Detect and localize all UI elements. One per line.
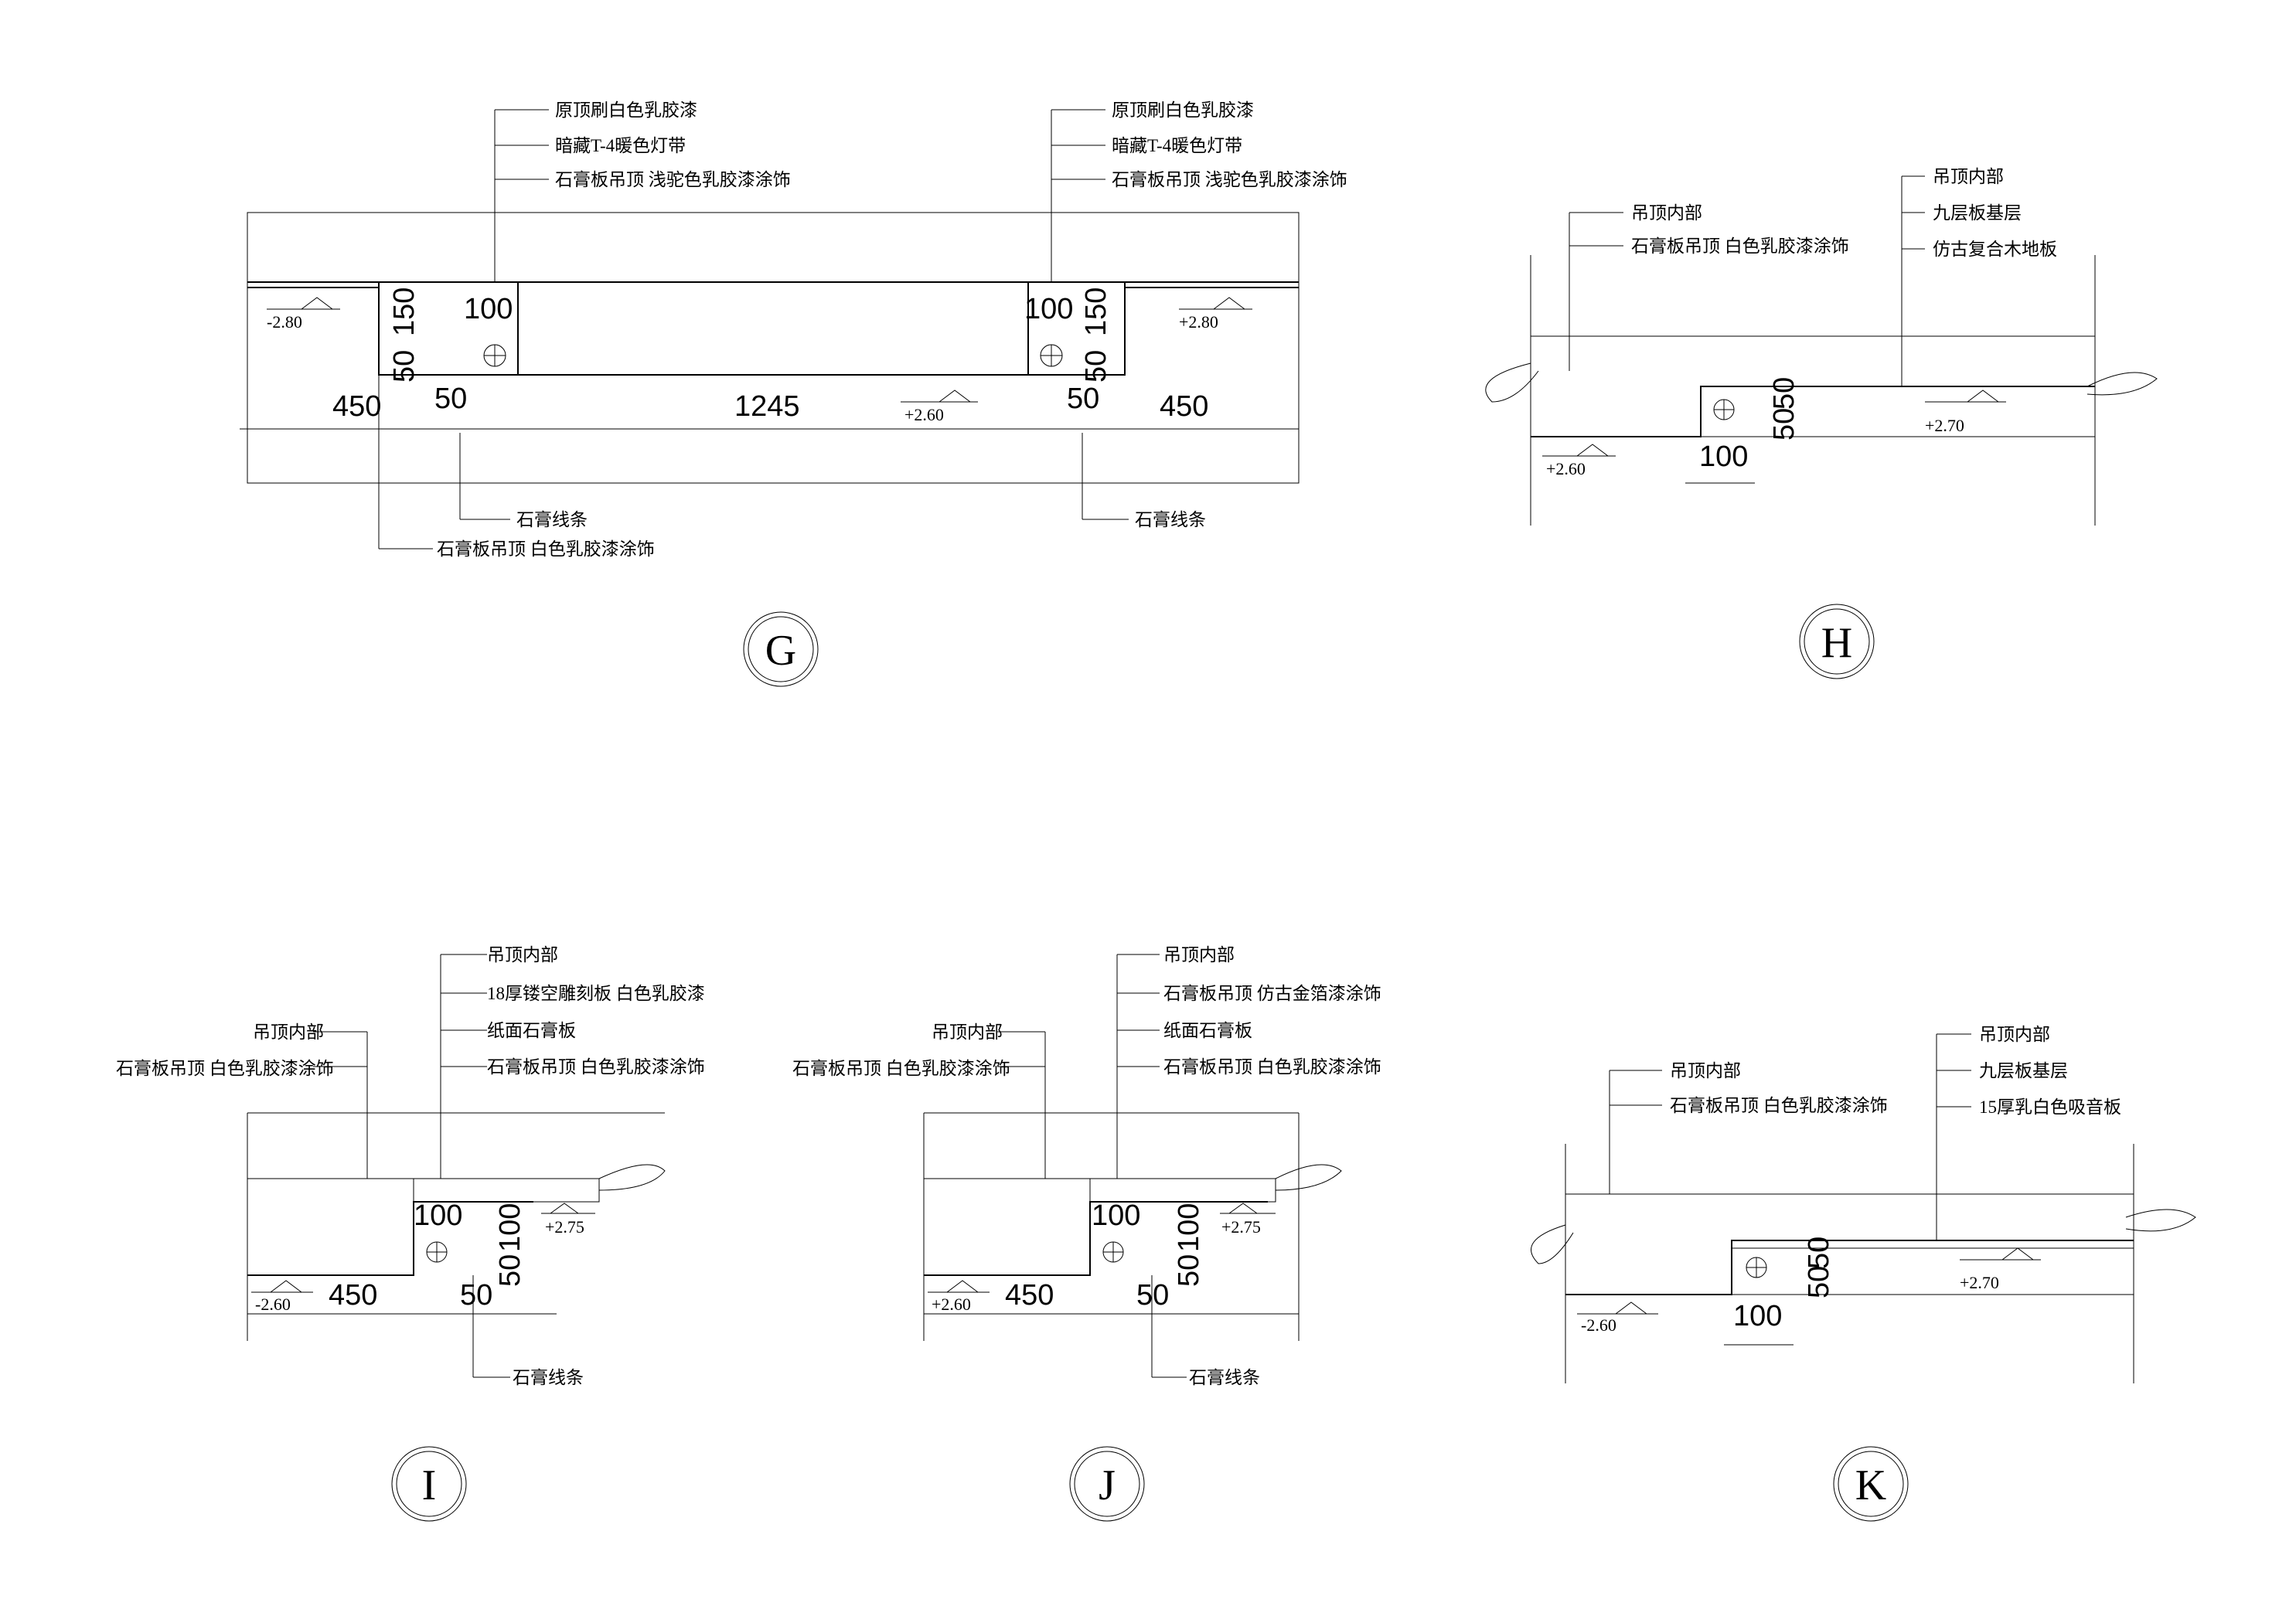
j-right-note-1: 吊顶内部: [1163, 945, 1235, 965]
i-left-note-1: 吊顶内部: [253, 1022, 324, 1042]
g-dim-50-right-v: 50: [1080, 350, 1112, 383]
h-dim-50b: 50: [1768, 377, 1800, 410]
detail-j: 吊顶内部 石膏板吊顶 白色乳胶漆涂饰 吊顶内部 石膏板吊顶 仿古金箔漆涂饰 纸面…: [792, 945, 1381, 1522]
i-right-note-1: 吊顶内部: [487, 945, 558, 965]
g-dim-50-right: 50: [1067, 383, 1099, 415]
i-level-right: +2.75: [545, 1217, 584, 1237]
detail-g: 原顶刷白色乳胶漆 暗藏T-4暖色灯带 石膏板吊顶 浅驼色乳胶漆涂饰 原顶刷白色乳…: [240, 100, 1347, 687]
g-level-right: +2.80: [1179, 312, 1218, 332]
h-left-note-2: 石膏板吊顶 白色乳胶漆涂饰: [1631, 236, 1849, 256]
i-bottom-note: 石膏线条: [513, 1368, 584, 1387]
j-level-right: +2.75: [1221, 1217, 1261, 1237]
g-right-soffit: [1027, 281, 1126, 376]
k-dim-50b: 50: [1803, 1237, 1835, 1269]
j-ceiling-left: [923, 1178, 1091, 1276]
g-left-note-3: 石膏板吊顶 浅驼色乳胶漆涂饰: [555, 170, 791, 189]
k-level-left: -2.60: [1581, 1315, 1616, 1335]
i-right-note-4: 石膏板吊顶 白色乳胶漆涂饰: [487, 1057, 705, 1077]
h-level-left: +2.60: [1546, 459, 1586, 478]
g-level-center: +2.60: [904, 405, 944, 424]
k-right-note-1: 吊顶内部: [1979, 1025, 2050, 1044]
h-dim-50: 50: [1768, 408, 1800, 441]
i-ceiling-left: [247, 1178, 414, 1276]
i-dim-50: 50: [460, 1279, 492, 1312]
i-dim-100: 100: [414, 1199, 462, 1232]
k-level-right: +2.70: [1960, 1273, 1999, 1292]
k-dim-50: 50: [1803, 1266, 1835, 1298]
i-tag-circle: [391, 1446, 467, 1522]
detail-k: 吊顶内部 石膏板吊顶 白色乳胶漆涂饰 吊顶内部 九层板基层 15厚乳白色吸音板 …: [1531, 1025, 2196, 1522]
g-dim-50-left: 50: [434, 383, 467, 415]
h-right-note-3: 仿古复合木地板: [1933, 240, 2057, 259]
g-dim-100-left: 100: [464, 293, 513, 325]
i-right-note-2: 18厚镂空雕刻板 白色乳胶漆: [487, 984, 705, 1003]
g-dim-150-left: 150: [388, 288, 421, 336]
j-right-note-2: 石膏板吊顶 仿古金箔漆涂饰: [1163, 984, 1381, 1003]
detail-i: 吊顶内部 石膏板吊顶 白色乳胶漆涂饰 吊顶内部 18厚镂空雕刻板 白色乳胶漆 纸…: [116, 945, 705, 1522]
j-bottom-note: 石膏线条: [1189, 1368, 1260, 1387]
j-right-note-3: 纸面石膏板: [1163, 1021, 1252, 1040]
i-dim-100-v: 100: [494, 1203, 526, 1252]
j-left-note-1: 吊顶内部: [932, 1022, 1003, 1042]
g-dim-1245: 1245: [734, 390, 800, 423]
g-bottom-left-note-1: 石膏线条: [516, 510, 588, 529]
j-dim-100: 100: [1092, 1199, 1140, 1232]
k-left-note-1: 吊顶内部: [1670, 1061, 1741, 1080]
j-dim-450: 450: [1005, 1279, 1054, 1312]
h-profile: [1531, 386, 2095, 437]
h-left-note-1: 吊顶内部: [1631, 203, 1702, 223]
g-dim-100-right: 100: [1024, 293, 1073, 325]
j-left-note-2: 石膏板吊顶 白色乳胶漆涂饰: [792, 1059, 1010, 1078]
g-bottom-right-note: 石膏线条: [1135, 510, 1206, 529]
j-right-note-4: 石膏板吊顶 白色乳胶漆涂饰: [1163, 1057, 1381, 1077]
g-dim-50-left-v: 50: [388, 350, 421, 383]
j-profile: [924, 1201, 1268, 1276]
h-tag-circle: [1799, 604, 1875, 679]
h-tag: H: [1821, 619, 1852, 667]
j-dim-50-v: 50: [1173, 1254, 1205, 1287]
g-tag: G: [765, 627, 796, 675]
g-left-note-2: 暗藏T-4暖色灯带: [555, 136, 686, 155]
g-right-note-3: 石膏板吊顶 浅驼色乳胶漆涂饰: [1112, 170, 1347, 189]
i-dim-450: 450: [329, 1279, 377, 1312]
i-dim-50-v: 50: [494, 1254, 526, 1287]
k-tag-circle: [1833, 1446, 1909, 1522]
detail-h: 吊顶内部 石膏板吊顶 白色乳胶漆涂饰 吊顶内部 九层板基层 仿古复合木地板 +2…: [1485, 167, 2158, 679]
k-left-note-2: 石膏板吊顶 白色乳胶漆涂饰: [1670, 1096, 1888, 1115]
k-acoustic-board: [1731, 1240, 2134, 1249]
g-right-note-1: 原顶刷白色乳胶漆: [1112, 100, 1254, 120]
k-tag: K: [1855, 1461, 1886, 1509]
j-dim-50: 50: [1136, 1279, 1169, 1312]
g-left-note-1: 原顶刷白色乳胶漆: [555, 100, 697, 120]
g-frame: [247, 212, 1300, 484]
g-right-note-2: 暗藏T-4暖色灯带: [1112, 136, 1242, 155]
i-right-note-3: 纸面石膏板: [487, 1021, 576, 1040]
j-tag-circle: [1069, 1446, 1145, 1522]
j-dim-100-v: 100: [1173, 1203, 1205, 1252]
h-level-right: +2.70: [1925, 416, 1964, 435]
g-dim-450-left: 450: [332, 390, 381, 423]
j-tag: J: [1099, 1461, 1116, 1509]
g-tag-circle: [743, 611, 819, 687]
g-dim-450-right: 450: [1160, 390, 1208, 423]
g-bottom-left-note-2: 石膏板吊顶 白色乳胶漆涂饰: [437, 539, 655, 559]
h-right-note-2: 九层板基层: [1933, 203, 2022, 223]
i-tag: I: [422, 1461, 437, 1509]
k-ceiling-section: [1565, 1193, 2134, 1295]
k-right-note-3: 15厚乳白色吸音板: [1979, 1097, 2121, 1117]
i-left-note-2: 石膏板吊顶 白色乳胶漆涂饰: [116, 1059, 334, 1078]
h-right-note-1: 吊顶内部: [1933, 167, 2004, 186]
k-right-note-2: 九层板基层: [1979, 1061, 2068, 1080]
i-level-left: -2.60: [255, 1295, 291, 1314]
h-dim-100: 100: [1699, 441, 1748, 473]
j-level-left: +2.60: [932, 1295, 971, 1314]
i-profile: [247, 1201, 533, 1276]
g-level-left: -2.80: [267, 312, 302, 332]
k-dim-100: 100: [1733, 1300, 1782, 1332]
g-center-panel: [517, 281, 1029, 376]
g-dim-150-right: 150: [1080, 288, 1112, 336]
